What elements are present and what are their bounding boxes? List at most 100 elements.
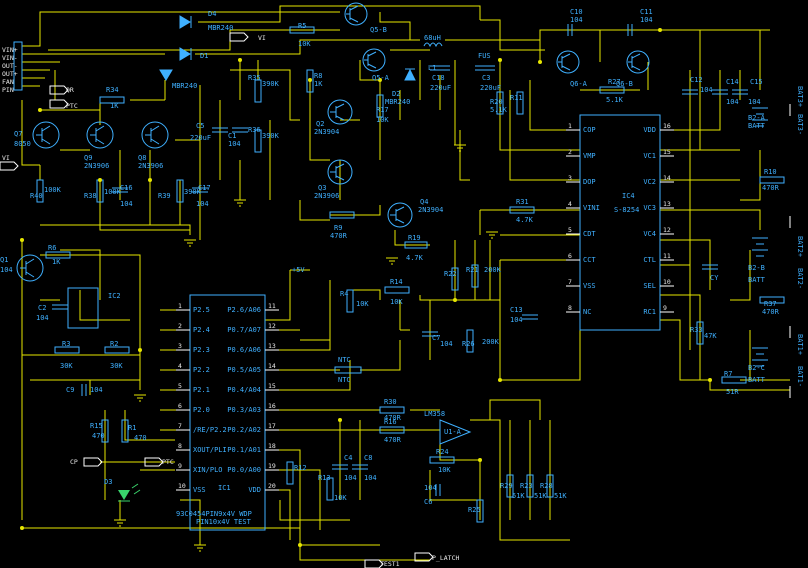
capacitor-cy <box>702 264 718 270</box>
label-r40-value: 100K <box>44 186 62 194</box>
ic1-pin-num-11: 11 <box>268 302 276 310</box>
ic1-pin-name-6: P2.0 <box>193 406 210 414</box>
resistor-r9 <box>329 211 355 219</box>
ic1-pin-num-7: 7 <box>178 422 182 430</box>
label-r37: R37 <box>764 300 777 308</box>
label-r30: R30 <box>384 398 397 406</box>
label-c13-value: 104 <box>510 316 523 324</box>
label-c16: C16 <box>120 184 133 192</box>
ground-symbols <box>114 144 498 552</box>
resistor-r35 <box>254 79 262 103</box>
diode-d3-small <box>159 69 173 81</box>
label-r12: R12 <box>294 464 307 472</box>
capacitor-c3 <box>475 65 495 71</box>
label-q9: Q9 <box>84 154 92 162</box>
transistor-q9 <box>86 121 114 149</box>
ic1-pin-list-right: 11P2.6/A0612P0.7/A0713P0.6/A0614P0.5/A05… <box>227 302 279 494</box>
ic1-pin-name-7: /RE/P2.2 <box>193 426 227 434</box>
label-c8: C8 <box>364 454 372 462</box>
label-r7-value: 51R <box>726 388 739 396</box>
resistor-r7 <box>721 376 747 384</box>
label-r36: R36 <box>248 126 261 134</box>
ic1-pin-num-15: 15 <box>268 382 276 390</box>
label-r1-value: 470 <box>134 434 147 442</box>
ic4-pin-num-2: 2 <box>568 148 572 156</box>
diode-d2 <box>404 68 416 81</box>
transistor-q1 <box>16 254 44 282</box>
ic4-pin-name-12: VC4 <box>643 230 656 238</box>
ic4-pin-num-8: 8 <box>568 304 572 312</box>
resistor-r5 <box>289 26 315 34</box>
ic4-pin-num-10: 10 <box>663 278 671 286</box>
resistor-r30 <box>379 406 405 414</box>
port-vi-top: VI <box>258 34 266 42</box>
label-d4: D4 <box>208 10 216 18</box>
label-r3-value: 30K <box>60 362 73 370</box>
resistor-r25 <box>476 499 484 523</box>
ic4-pin-name-5: CDT <box>583 230 596 238</box>
label-q2-value: 2N3904 <box>314 128 339 136</box>
label-bat1-plus: BAT1+ <box>796 334 804 355</box>
label-q6a: Q6-A <box>570 80 588 88</box>
label-r26: R26 <box>462 340 475 348</box>
ic1-pin-num-2: 2 <box>178 322 182 330</box>
ic1-pin-num-12: 12 <box>268 322 276 330</box>
ic1-pin-num-20: 20 <box>268 482 276 490</box>
capacitor-c9 <box>81 384 87 396</box>
ic1-pin-name-9: XIN/PLO <box>193 466 223 474</box>
ic4-pin-name-15: VC1 <box>643 152 656 160</box>
capacitor-c15 <box>732 89 748 95</box>
label-r5: R5 <box>298 22 306 30</box>
label-c1: C1 <box>228 132 236 140</box>
ic4-pin-name-7: VSS <box>583 282 596 290</box>
transistor-q5a <box>362 48 386 72</box>
ic4-pin-name-1: COP <box>583 126 596 134</box>
resistor-r8 <box>306 69 314 93</box>
label-c11-value: 104 <box>640 16 653 24</box>
ic4-pin-num-13: 13 <box>663 200 671 208</box>
label-ic2: IC2 <box>108 292 121 300</box>
label-r15-value: 470 <box>92 432 105 440</box>
conn-pin-5: FAN <box>2 78 14 86</box>
ic1-pin-name-20: VDD <box>248 486 261 494</box>
port-arrows <box>0 32 791 568</box>
label-r4: R4 <box>340 290 348 298</box>
capacitor-c13 <box>522 314 538 320</box>
label-c5: C5 <box>196 122 204 130</box>
resistor-r13 <box>326 477 334 501</box>
resistor-r1 <box>121 419 129 443</box>
label-cy: CY <box>710 274 719 282</box>
ic1-pin-name-16: P0.3/A03 <box>227 406 261 414</box>
label-q7-value: 8050 <box>14 140 31 148</box>
resistor-r2 <box>104 346 130 354</box>
label-opamp: LM358 <box>424 410 445 418</box>
label-r35: R35 <box>248 74 261 82</box>
capacitor-c17 <box>192 187 208 193</box>
ic1-body <box>189 294 266 531</box>
ic1-pin-num-16: 16 <box>268 402 276 410</box>
capacitor-c12 <box>682 89 698 95</box>
label-c12: C12 <box>690 76 703 84</box>
resistor-r23 <box>526 474 534 498</box>
ic1-pin-num-3: 3 <box>178 342 182 350</box>
label-c13: C13 <box>510 306 523 314</box>
capacitor-c8 <box>352 464 368 470</box>
label-q1-value: 104 <box>0 266 13 274</box>
label-q5b: Q5-B <box>370 26 387 34</box>
label-r34: R34 <box>106 86 119 94</box>
diode-d4 <box>179 15 192 29</box>
label-r13-value: 10K <box>334 494 347 502</box>
resistor-r39 <box>176 179 184 203</box>
resistor-r29 <box>506 474 514 498</box>
label-ntc-value: NTC <box>338 376 351 384</box>
label-r10-value: 470R <box>762 184 780 192</box>
resistor-r34 <box>99 96 125 104</box>
label-d4-value: MBR240 <box>208 24 233 32</box>
label-ic4: IC4 <box>622 192 635 200</box>
label-r26-value: 200K <box>482 338 500 346</box>
label-c14: C14 <box>726 78 739 86</box>
